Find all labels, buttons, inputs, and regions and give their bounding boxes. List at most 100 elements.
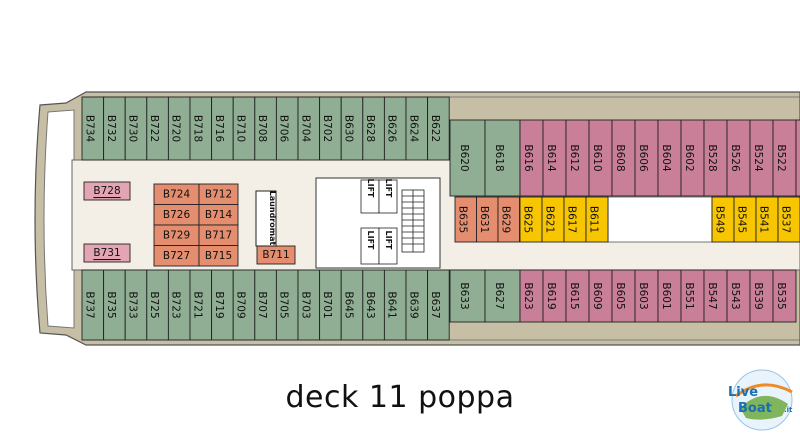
cabin-b733[interactable]: B733 xyxy=(124,269,148,341)
cabin-b605[interactable]: B605 xyxy=(611,269,636,323)
cabin-b551[interactable]: B551 xyxy=(680,269,705,323)
cabin-b524[interactable]: B524 xyxy=(749,119,774,197)
cabin-b720[interactable]: B720 xyxy=(167,96,191,161)
cabin-box[interactable] xyxy=(83,243,131,263)
cabin-b620[interactable]: B620 xyxy=(449,119,486,197)
cabin-box[interactable] xyxy=(198,245,239,267)
cabin-b602[interactable]: B602 xyxy=(680,119,705,197)
cabin-b635[interactable]: B635 xyxy=(454,196,477,243)
cabin-b549[interactable]: B549 xyxy=(711,196,735,243)
cabin-b707[interactable]: B707 xyxy=(254,269,277,341)
cabin-b717[interactable]: B717 xyxy=(198,224,239,246)
cabin-b641[interactable]: B641 xyxy=(383,269,407,341)
cabin-b618[interactable]: B618 xyxy=(484,119,521,197)
cabin-b712[interactable]: B712 xyxy=(198,183,239,205)
cabin-b630[interactable]: B630 xyxy=(340,96,364,161)
cabin-label: B622 xyxy=(429,115,441,142)
cabin-b735[interactable]: B735 xyxy=(103,269,126,341)
cabin-b631[interactable]: B631 xyxy=(476,196,499,243)
cabin-b526[interactable]: B526 xyxy=(726,119,751,197)
cabin-b731[interactable]: B731 xyxy=(83,243,131,263)
cabin-b722[interactable]: B722 xyxy=(146,96,169,161)
cabin-b639[interactable]: B639 xyxy=(405,269,429,341)
cabin-b705[interactable]: B705 xyxy=(275,269,299,341)
cabin-b704[interactable]: B704 xyxy=(297,96,321,161)
cabin-b621[interactable]: B621 xyxy=(541,196,565,243)
cabin-b703[interactable]: B703 xyxy=(297,269,321,341)
cabin-b603[interactable]: B603 xyxy=(634,269,659,323)
cabin-b522[interactable]: B522 xyxy=(772,119,797,197)
cabin-box[interactable] xyxy=(449,269,486,323)
cabin-box[interactable] xyxy=(427,96,450,161)
cabin-b528[interactable]: B528 xyxy=(703,119,728,197)
cabin-b702[interactable]: B702 xyxy=(319,96,342,161)
cabin-b718[interactable]: B718 xyxy=(189,96,213,161)
cabin-b614[interactable]: B614 xyxy=(542,119,567,197)
cabin-b615[interactable]: B615 xyxy=(565,269,590,323)
cabin-b726[interactable]: B726 xyxy=(153,204,200,226)
cabin-box[interactable] xyxy=(484,119,521,197)
cabin-b537[interactable]: B537 xyxy=(777,196,800,243)
cabin-b721[interactable]: B721 xyxy=(189,269,213,341)
cabin-b545[interactable]: B545 xyxy=(733,196,757,243)
cabin-b609[interactable]: B609 xyxy=(588,269,613,323)
cabin-box[interactable] xyxy=(772,269,797,323)
cabin-b734[interactable]: B734 xyxy=(81,96,105,161)
cabin-box[interactable] xyxy=(83,181,131,201)
cabin-b610[interactable]: B610 xyxy=(588,119,613,197)
cabin-b622[interactable]: B622 xyxy=(427,96,450,161)
cabin-b626[interactable]: B626 xyxy=(383,96,407,161)
cabin-b539[interactable]: B539 xyxy=(749,269,774,323)
cabin-b604[interactable]: B604 xyxy=(657,119,682,197)
cabin-b706[interactable]: B706 xyxy=(275,96,299,161)
cabin-b737[interactable]: B737 xyxy=(81,269,105,341)
cabin-b627[interactable]: B627 xyxy=(484,269,521,323)
cabin-b606[interactable]: B606 xyxy=(634,119,659,197)
cabin-b732[interactable]: B732 xyxy=(103,96,126,161)
cabin-b624[interactable]: B624 xyxy=(405,96,429,161)
cabin-b637[interactable]: B637 xyxy=(427,269,450,341)
cabin-b611[interactable]: B611 xyxy=(585,196,609,243)
cabin-b541[interactable]: B541 xyxy=(755,196,779,243)
cabin-b601[interactable]: B601 xyxy=(657,269,682,323)
cabin-b608[interactable]: B608 xyxy=(611,119,636,197)
cabin-b714[interactable]: B714 xyxy=(198,204,239,226)
cabin-b730[interactable]: B730 xyxy=(124,96,148,161)
cabin-box[interactable] xyxy=(497,196,520,243)
cabin-b708[interactable]: B708 xyxy=(254,96,277,161)
cabin-b710[interactable]: B710 xyxy=(232,96,256,161)
cabin-b616[interactable]: B616 xyxy=(519,119,544,197)
cabin-b617[interactable]: B617 xyxy=(563,196,587,243)
cabin-b715[interactable]: B715 xyxy=(198,245,239,267)
cabin-b729[interactable]: B729 xyxy=(153,224,200,246)
cabin-b633[interactable]: B633 xyxy=(449,269,486,323)
cabin-b628[interactable]: B628 xyxy=(362,96,385,161)
cabin-b619[interactable]: B619 xyxy=(542,269,567,323)
cabin-b535[interactable]: B535 xyxy=(772,269,797,323)
cabin-b623[interactable]: B623 xyxy=(519,269,544,323)
cabin-b625[interactable]: B625 xyxy=(519,196,543,243)
cabin-b724[interactable]: B724 xyxy=(153,183,200,205)
cabin-b709[interactable]: B709 xyxy=(232,269,256,341)
cabin-box[interactable] xyxy=(449,119,486,197)
cabin-box[interactable] xyxy=(777,196,800,243)
cabin-b543[interactable]: B543 xyxy=(726,269,751,323)
cabin-b643[interactable]: B643 xyxy=(362,269,385,341)
cabin-b711[interactable]: B711 xyxy=(256,245,296,265)
cabin-b716[interactable]: B716 xyxy=(211,96,234,161)
cabin-b520[interactable]: B520 xyxy=(795,119,800,197)
cabin-box[interactable] xyxy=(795,119,800,197)
cabin-b612[interactable]: B612 xyxy=(565,119,590,197)
cabin-b645[interactable]: B645 xyxy=(340,269,364,341)
cabin-b727[interactable]: B727 xyxy=(153,245,200,267)
cabin-b629[interactable]: B629 xyxy=(497,196,520,243)
cabin-b719[interactable]: B719 xyxy=(211,269,234,341)
cabin-b728[interactable]: B728 xyxy=(83,181,131,201)
cabin-box[interactable] xyxy=(427,269,450,341)
cabin-b725[interactable]: B725 xyxy=(146,269,169,341)
cabin-label: B722 xyxy=(148,115,160,142)
cabin-b547[interactable]: B547 xyxy=(703,269,728,323)
cabin-b701[interactable]: B701 xyxy=(319,269,342,341)
cabin-b723[interactable]: B723 xyxy=(167,269,191,341)
cabin-box[interactable] xyxy=(585,196,609,243)
